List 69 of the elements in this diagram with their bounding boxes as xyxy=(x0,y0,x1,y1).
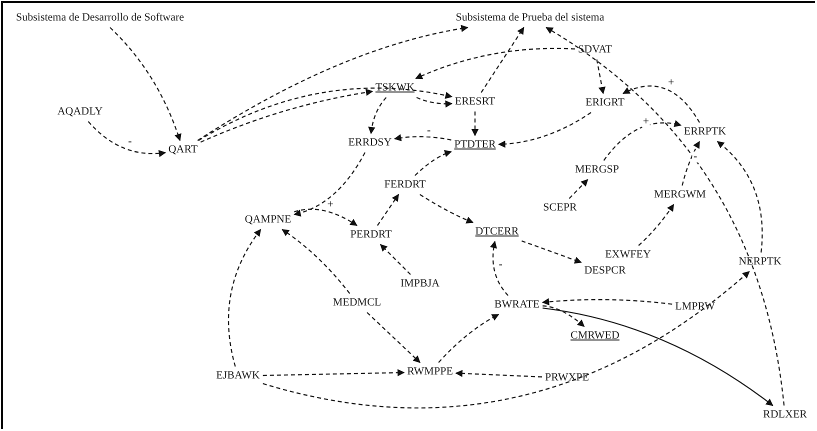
causal-arrow xyxy=(262,369,405,376)
causal-arrow xyxy=(682,140,700,186)
causal-arrow xyxy=(200,88,374,143)
causal-arrow xyxy=(282,229,350,294)
variable-label: RWMPPE xyxy=(407,366,453,378)
variable-label: DTCERR xyxy=(475,226,519,238)
causal-arrow xyxy=(542,298,672,306)
variable-label: AQADLY xyxy=(57,106,103,118)
variable-label: ERIGRT xyxy=(585,96,625,110)
variable-label: SCEPR xyxy=(543,202,577,214)
polarity-sign: - xyxy=(692,151,698,162)
causal-arrow xyxy=(420,194,474,224)
variable-label: MEDMCL xyxy=(332,296,382,310)
causal-arrow xyxy=(110,27,182,142)
causal-arrow xyxy=(262,271,750,408)
polarity-sign: + xyxy=(642,116,650,128)
causal-arrow xyxy=(596,59,606,94)
causal-arrow xyxy=(542,305,585,327)
variable-label: MERGWM xyxy=(654,188,706,202)
variable-label: RDLXER xyxy=(763,408,807,422)
variable-label: NERPTK xyxy=(738,256,782,268)
causal-arrow xyxy=(490,240,509,296)
causal-arrow xyxy=(438,314,500,363)
variable-label: LMPRW xyxy=(675,300,715,314)
causal-arrow xyxy=(542,308,774,406)
variable-label: ERRPTK xyxy=(684,126,726,138)
variable-label: ERESRT xyxy=(454,96,496,108)
causal-arrow xyxy=(546,27,785,406)
causal-arrow xyxy=(568,178,588,199)
variable-label: FERDRT xyxy=(384,178,426,192)
causal-arrow xyxy=(366,312,420,363)
causal-arrow xyxy=(603,120,682,161)
causal-arrow xyxy=(88,121,166,157)
causal-arrow xyxy=(380,244,411,275)
causal-arrow xyxy=(294,152,366,216)
causal-arrow xyxy=(198,88,453,142)
variable-label: CMRWED xyxy=(570,330,620,342)
causal-arrow xyxy=(368,97,387,134)
causal-arrow xyxy=(480,26,524,93)
variable-label: PTDTER xyxy=(454,138,496,152)
causal-arrow xyxy=(394,134,452,142)
causal-arrow xyxy=(622,85,700,123)
causal-arrow xyxy=(414,150,452,176)
causal-arrow xyxy=(228,228,262,367)
causal-arrow xyxy=(294,208,358,226)
causal-arrow xyxy=(416,96,453,108)
variable-label: QART xyxy=(168,144,198,156)
causal-arrow xyxy=(638,204,674,246)
causal-arrow xyxy=(522,240,582,264)
causal-arrow xyxy=(376,194,400,226)
variable-label: QAMPNE xyxy=(244,214,292,226)
causal-arrow xyxy=(455,370,542,378)
causal-arrow xyxy=(415,48,575,80)
causal-arrow xyxy=(498,112,592,148)
variable-label: IMPBJA xyxy=(400,278,440,290)
causal-arrow xyxy=(471,112,479,136)
variable-label: Subsistema de Prueba del sistema xyxy=(456,12,604,24)
variable-label: PRWXPE xyxy=(545,372,589,384)
variable-label: SDVAT xyxy=(578,44,612,56)
variable-label: EXWFEY xyxy=(605,248,651,262)
variable-label: MERGSP xyxy=(574,164,620,176)
variable-label: PERDRT xyxy=(350,228,392,242)
variable-label: BWRATE xyxy=(494,298,540,312)
variable-label: EJBAWK xyxy=(216,370,260,382)
variable-label: ERRDSY xyxy=(348,136,392,150)
variable-label: Subsistema de Desarrollo de Software xyxy=(16,12,184,24)
causal-arrow xyxy=(716,141,763,253)
causal-arrow xyxy=(197,25,468,141)
variable-label: DESPCR xyxy=(584,264,626,278)
